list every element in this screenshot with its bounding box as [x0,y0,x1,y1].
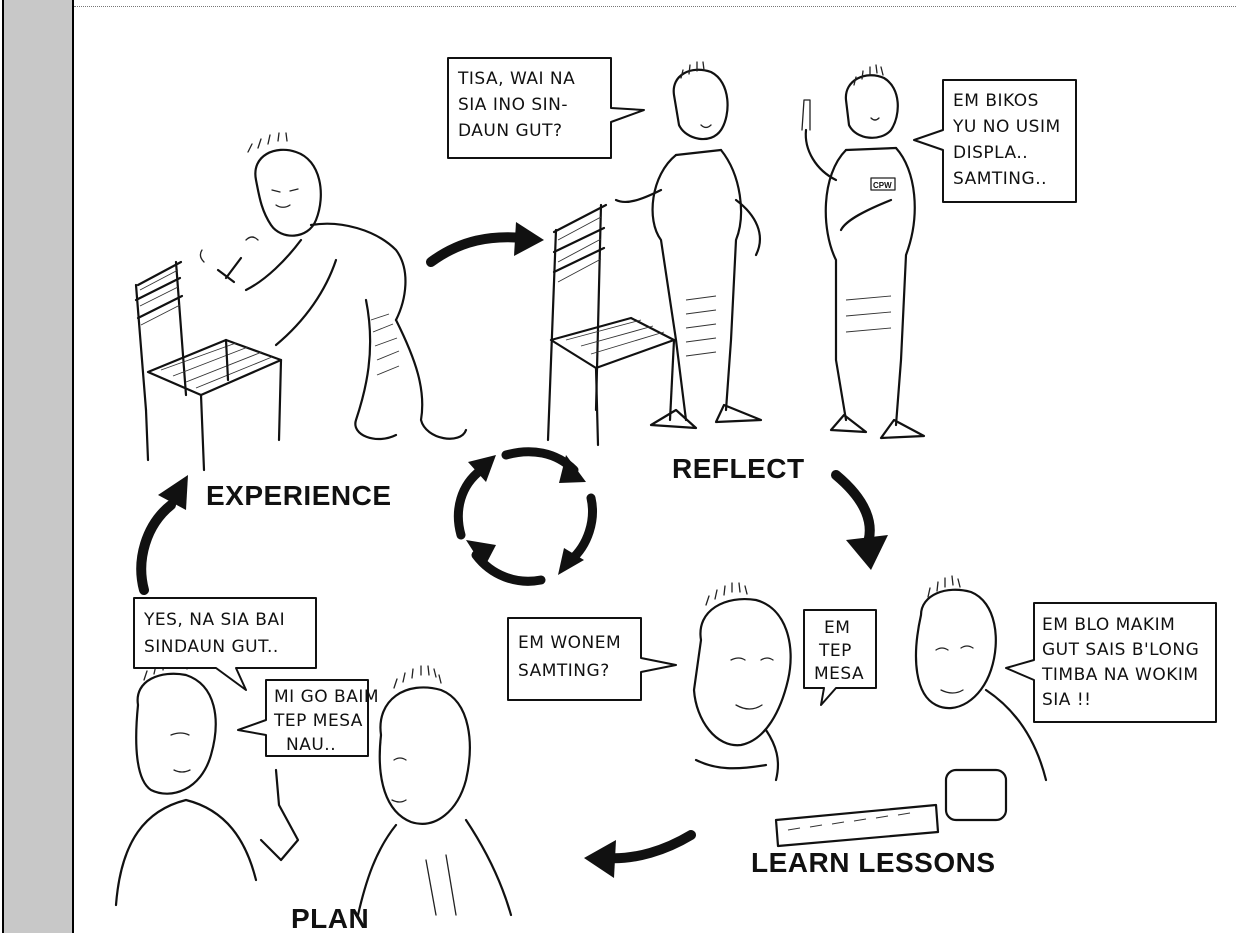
man-plan-left [114,657,300,907]
stage-label-learn-lessons: LEARN LESSONS [751,847,996,878]
bubble-line: EM WONEM [518,633,621,653]
bubble-plan-first: YES, NA SIA BAI SINDAUN GUT.. [133,597,317,691]
svg-text:MI GO BAIM: MI GO BAIM [274,687,379,707]
bubble-line: EM [824,618,850,638]
svg-text:GUT SAIS B'LONG: GUT SAIS B'LONG [1042,640,1199,660]
bubble-learn-question: EM WONEM SAMTING? [507,617,677,701]
man-learning-right [914,575,1048,822]
stage-label-plan: PLAN [291,903,369,933]
arrow-reflect-to-learn [831,470,875,553]
svg-text:TISA, WAI NA: TISA, WAI NA [457,69,575,89]
chair-1 [134,260,283,472]
svg-text:EM BLO MAKIM: EM BLO MAKIM [1042,615,1175,635]
top-dotted-line [74,6,1236,7]
bubble-line: YES, NA SIA BAI [143,610,285,630]
arrow-experience-to-reflect-head [514,222,544,256]
svg-text:SINDAUN GUT..: SINDAUN GUT.. [144,637,279,657]
svg-text:SIA !!: SIA !! [1042,690,1091,710]
svg-text:EM WONEM: EM WONEM [518,633,621,653]
stage-label-reflect: REFLECT [672,453,805,484]
teacher-standing: CPW [801,64,926,440]
svg-text:TIMBA NA WOKIM: TIMBA NA WOKIM [1041,665,1199,685]
bubble-line: SAMTING.. [953,169,1047,189]
svg-text:NAU..: NAU.. [286,735,336,755]
svg-text:DAUN GUT?: DAUN GUT? [458,121,563,141]
teacher-badge [870,177,896,191]
svg-text:SIA INO SIN-: SIA INO SIN- [458,95,568,115]
arrow-plan-to-experience-head [158,475,188,510]
learning-cycle-illustration: CPW TISA, WAI NA SIA INO SIN- DAUN GUT? … [76,0,1236,933]
svg-text:SAMTING?: SAMTING? [518,661,610,681]
experience-scene [134,132,468,472]
bubble-line: EM BIKOS [953,91,1039,111]
bubble-line: SAMTING? [518,661,610,681]
bubble-line: TISA, WAI NA [457,69,575,89]
bubble-line: SIA !! [1042,690,1091,710]
man-hammering [199,132,468,440]
bubble-line: MI GO BAIM [274,687,379,707]
bubble-line: SIA INO SIN- [458,95,568,115]
man-learning-left [692,582,792,782]
man-plan-right [356,665,513,917]
bubble-line: EM BLO MAKIM [1042,615,1175,635]
arrow-plan-to-experience [136,500,176,595]
tape-measure-icon [944,768,1008,822]
chair-2 [546,203,676,447]
bubble-line: TIMBA NA WOKIM [1041,665,1199,685]
svg-text:SAMTING..: SAMTING.. [953,169,1047,189]
cartoon-svg: CPW TISA, WAI NA SIA INO SIN- DAUN GUT? … [114,57,1217,933]
bubble-reflect-student: TISA, WAI NA SIA INO SIN- DAUN GUT? [447,57,645,159]
left-sidebar-bar [2,0,74,933]
arrow-learn-to-plan [601,830,696,864]
arrow-reflect-to-learn-head [846,535,888,570]
svg-text:MESA: MESA [814,664,864,684]
learn-scene [692,575,1048,848]
bubble-line: DAUN GUT? [458,121,563,141]
bubble-line: NAU.. [286,735,336,755]
bubble-line: GUT SAIS B'LONG [1042,640,1199,660]
svg-text:EM BIKOS: EM BIKOS [953,91,1039,111]
bubble-line: MESA [814,664,864,684]
timber-plank [774,803,940,848]
bubble-line: DISPLA.. [953,143,1028,163]
arrow-experience-to-reflect [426,232,529,267]
plan-scene [114,657,513,917]
bubble-plan-second: MI GO BAIM TEP MESA NAU.. [237,679,379,757]
svg-text:TEP: TEP [818,641,852,661]
svg-text:YU NO USIM: YU NO USIM [952,117,1061,137]
svg-text:DISPLA..: DISPLA.. [953,143,1028,163]
bubble-learn-answer-short: EM TEP MESA [803,609,877,706]
bubble-reflect-teacher: EM BIKOS YU NO USIM DISPLA.. SAMTING.. [913,79,1077,203]
svg-text:EM: EM [824,618,850,638]
bubble-line: TEP MESA [273,711,363,731]
svg-text:YES, NA SIA BAI: YES, NA SIA BAI [143,610,285,630]
bubble-line: YU NO USIM [952,117,1061,137]
bubble-line: TEP [818,641,852,661]
bubble-learn-answer-long: EM BLO MAKIM GUT SAIS B'LONG TIMBA NA WO… [1005,602,1217,723]
svg-text:TEP MESA: TEP MESA [273,711,363,731]
teacher-badge-text: CPW [873,181,892,190]
arrow-learn-to-plan-head [584,840,616,878]
reflect-scene: CPW [546,61,926,447]
stage-label-experience: EXPERIENCE [206,480,392,511]
student-standing [614,61,763,430]
central-cycle-icon [453,447,597,586]
bubble-line: SINDAUN GUT.. [144,637,279,657]
